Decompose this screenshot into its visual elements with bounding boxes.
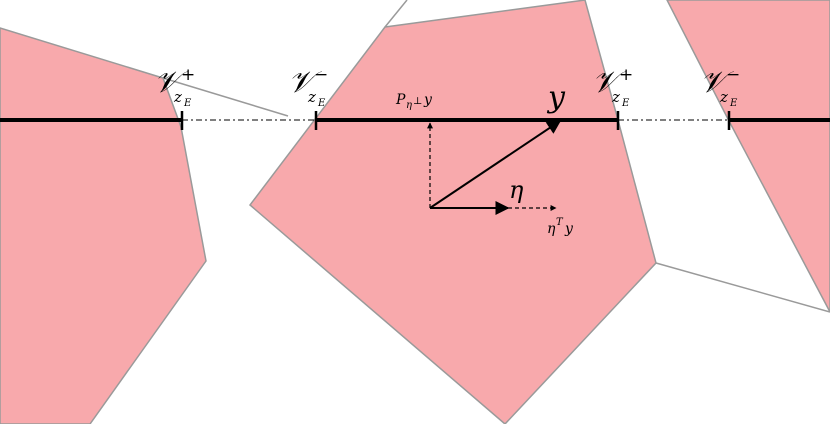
y-vector (429, 120, 562, 209)
svg-text:z: z (173, 88, 182, 106)
svg-text:+: + (619, 65, 633, 85)
right-region (666, 0, 830, 313)
svg-text:E: E (621, 98, 630, 109)
svg-text:y: y (423, 92, 433, 108)
label-v-minus-right: 𝒱 − z E (700, 65, 740, 109)
svg-text:z: z (307, 88, 316, 106)
label-projection: P η ⊥ y (395, 92, 433, 111)
svg-text:−: − (726, 65, 740, 85)
label-y: y (546, 80, 566, 115)
label-v-minus-left: 𝒱 − z E (288, 65, 328, 109)
svg-text:η: η (547, 221, 556, 237)
left-region-edge (162, 77, 289, 117)
svg-text:E: E (183, 98, 192, 109)
svg-text:y: y (564, 221, 574, 237)
svg-text:E: E (729, 98, 738, 109)
svg-text:η: η (406, 100, 412, 111)
label-v-plus-right: 𝒱 + z E (592, 65, 633, 109)
label-eta: η (509, 176, 524, 204)
label-eta-t-y: η T y (547, 217, 574, 237)
svg-text:E: E (317, 98, 326, 109)
center-region (248, 0, 657, 424)
svg-text:z: z (719, 88, 728, 106)
svg-text:T: T (556, 217, 564, 228)
center-region-bottom-edge (655, 262, 830, 313)
svg-text:P: P (395, 92, 406, 108)
svg-text:+: + (181, 65, 195, 85)
svg-text:−: − (314, 65, 328, 85)
svg-text:⊥: ⊥ (413, 96, 422, 107)
center-region-top-edge (384, 0, 408, 28)
svg-text:z: z (611, 88, 620, 106)
